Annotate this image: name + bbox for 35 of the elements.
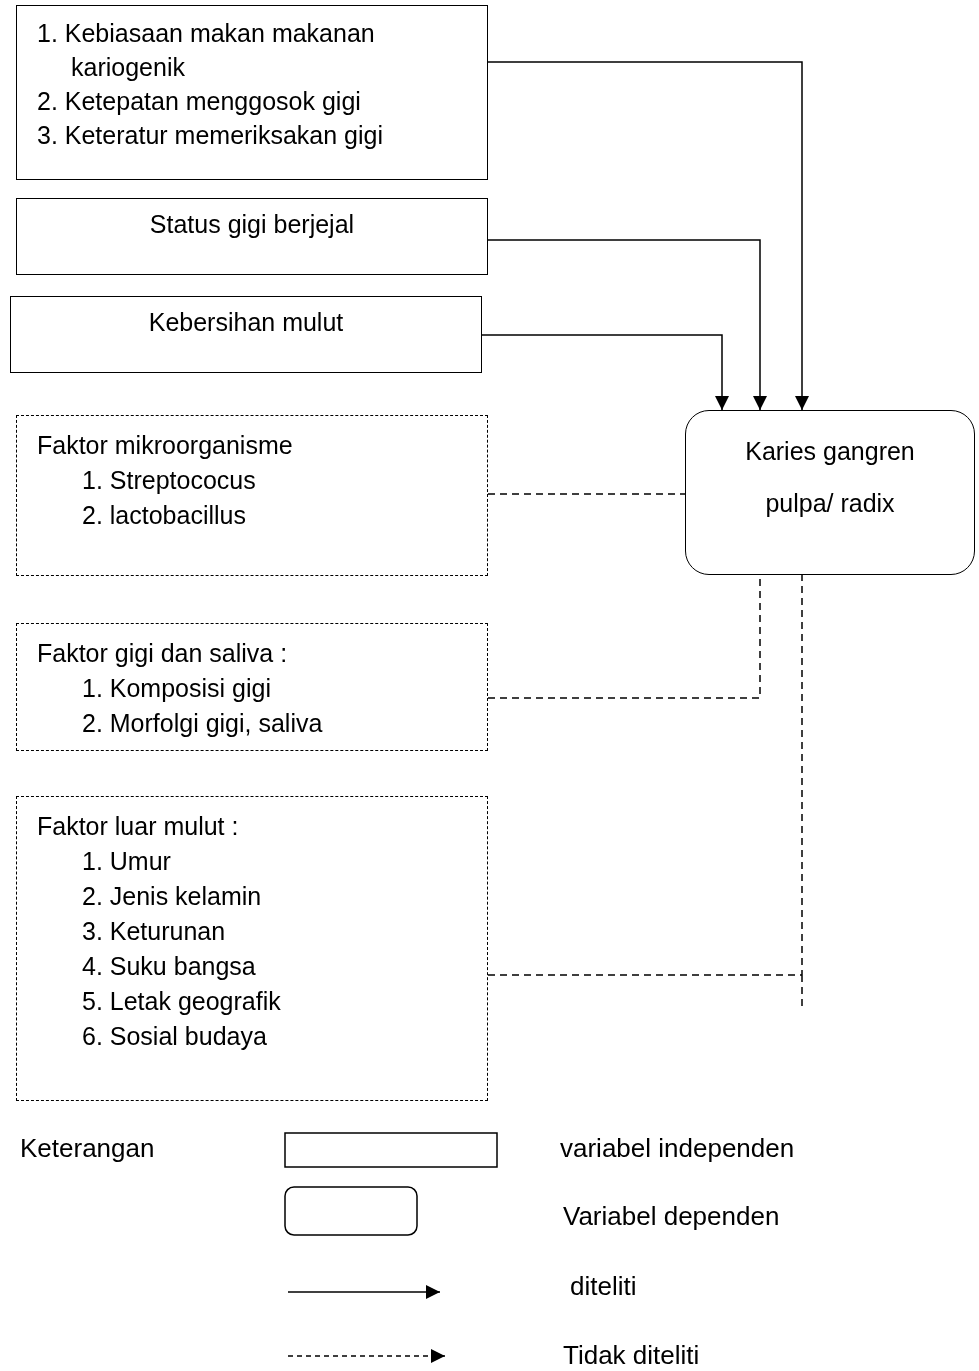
variable-box xyxy=(16,198,488,275)
arrow xyxy=(487,239,767,411)
variable-box xyxy=(10,296,482,373)
factor-heading: Faktor mikroorganisme xyxy=(37,430,294,461)
list-item: 6. Sosial budaya xyxy=(81,1021,268,1052)
list-item: 3. Keteratur memeriksakan gigi xyxy=(37,120,384,151)
legend-label: diteliti xyxy=(570,1271,637,1302)
legend-label: variabel independen xyxy=(560,1133,795,1164)
dashed-factor-box xyxy=(16,415,488,576)
list-item: 1. Streptococus xyxy=(81,465,257,496)
arrow xyxy=(487,61,809,411)
legend-label: Variabel dependen xyxy=(563,1201,780,1232)
list-item: 2. Jenis kelamin xyxy=(81,881,263,912)
list-item: 1. Komposisi gigi xyxy=(81,673,272,704)
list-item: 2. Morfolgi gigi, saliva xyxy=(81,708,324,739)
legend-heading: Keterangan xyxy=(20,1133,155,1164)
dashed-factor-box xyxy=(16,623,488,751)
arrow xyxy=(481,334,729,411)
dashed-factor-box xyxy=(16,796,488,1101)
list-item: 3. Keturunan xyxy=(81,916,227,947)
dependent-variable-box xyxy=(685,410,975,575)
list-item: 1. Umur xyxy=(81,846,172,877)
list-item: 2. lactobacillus xyxy=(81,500,247,531)
node-label: Karies gangren pulpa/ radix xyxy=(744,436,916,519)
factor-heading: Faktor luar mulut : xyxy=(37,811,240,842)
list-item: 2. Ketepatan menggosok gigi xyxy=(37,86,362,117)
factor-heading: Faktor gigi dan saliva : xyxy=(37,638,289,669)
list-item: 1. Kebiasaan makan makanan kariogenik xyxy=(37,18,376,83)
legend-label: Tidak diteliti xyxy=(563,1340,700,1371)
variable-box xyxy=(16,5,488,180)
node-label: Status gigi berjejal xyxy=(148,209,356,240)
node-label: Kebersihan mulut xyxy=(147,307,345,338)
dashed-connector xyxy=(487,493,686,495)
list-item: 4. Suku bangsa xyxy=(81,951,257,982)
list-item: 5. Letak geografik xyxy=(81,986,282,1017)
